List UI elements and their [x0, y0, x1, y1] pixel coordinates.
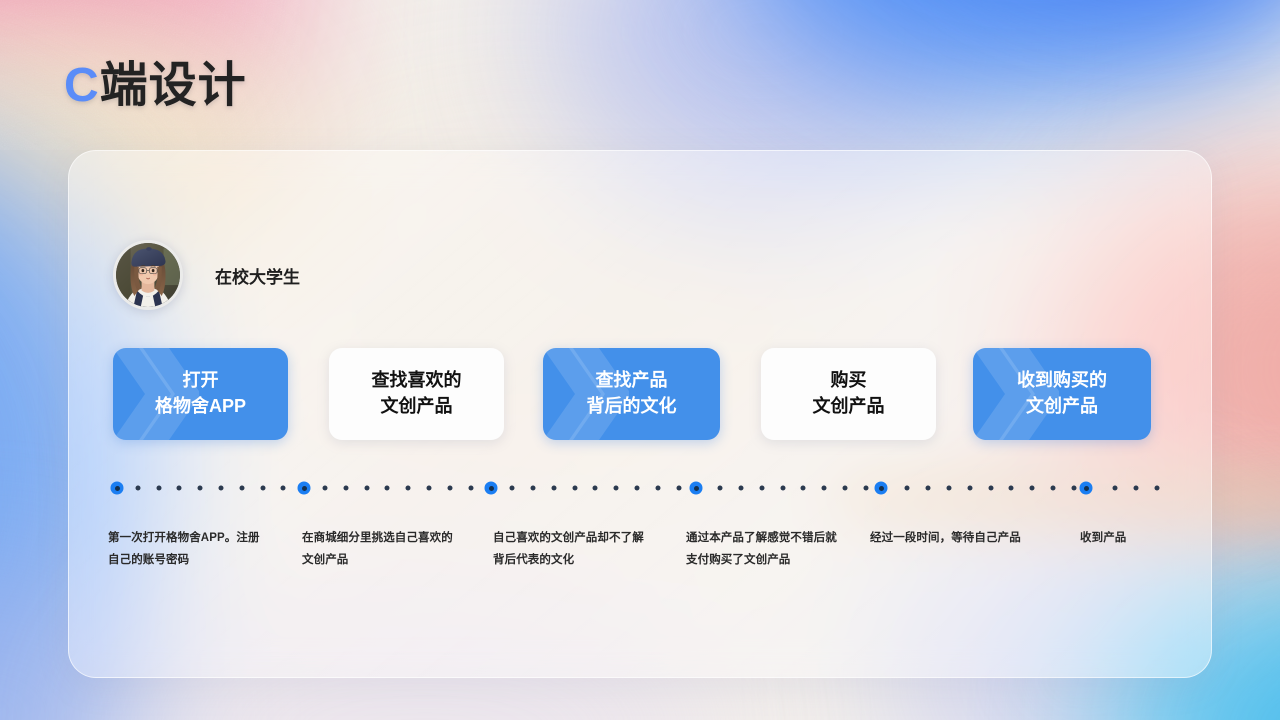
journey-step-card-3-line-1: 查找产品 — [595, 370, 668, 391]
journey-step-card-1-line-1: 打开 — [182, 370, 219, 391]
page-title-rest: 端设计 — [99, 59, 247, 112]
timeline-dot — [364, 485, 370, 491]
chevron-pattern-icon — [543, 348, 629, 440]
timeline-dot — [842, 485, 848, 491]
journey-caption-5-line-1: 经过一段时间，等待自己产品 — [870, 532, 1021, 544]
chevron-pattern-icon — [973, 348, 1059, 440]
journey-step-card-5[interactable]: 收到购买的文创产品 — [973, 348, 1151, 440]
timeline-dot — [572, 485, 578, 491]
timeline-dot — [946, 485, 952, 491]
journey-step-card-3[interactable]: 查找产品背后的文化 — [543, 348, 720, 440]
timeline-dot — [530, 485, 536, 491]
journey-caption-2: 在商城细分里挑选自己喜欢的文创产品 — [302, 527, 453, 572]
timeline-dot — [1029, 485, 1035, 491]
journey-caption-4: 通过本产品了解感觉不错后就支付购买了文创产品 — [686, 527, 837, 572]
timeline-dot — [592, 485, 598, 491]
timeline-dot — [197, 485, 203, 491]
timeline-dot — [863, 485, 869, 491]
timeline-dot — [780, 485, 786, 491]
journey-step-card-2[interactable]: 查找喜欢的文创产品 — [329, 348, 504, 440]
timeline-dot — [135, 485, 141, 491]
timeline-dot — [260, 485, 266, 491]
timeline-dot — [676, 485, 682, 491]
timeline-milestone-dot-1[interactable] — [110, 481, 124, 495]
timeline-dot — [426, 485, 432, 491]
journey-step-card-4[interactable]: 购买文创产品 — [761, 348, 936, 440]
timeline-dot — [634, 485, 640, 491]
timeline-dot — [468, 485, 474, 491]
timeline-dot — [156, 485, 162, 491]
journey-caption-4-line-2: 支付购买了文创产品 — [686, 554, 791, 567]
journey-caption-1: 第一次打开格物舍APP。注册自己的账号密码 — [108, 527, 260, 572]
timeline-dot — [218, 485, 224, 491]
timeline-dot — [821, 485, 827, 491]
timeline-dot — [655, 485, 661, 491]
timeline-dot — [405, 485, 411, 491]
timeline-dot — [1008, 485, 1014, 491]
persona-block: 在校大学生 — [113, 240, 300, 310]
timeline-dot — [322, 485, 328, 491]
timeline-dot — [925, 485, 931, 491]
journey-step-card-4-line-2: 文创产品 — [812, 396, 885, 416]
avatar — [113, 240, 183, 310]
page-title: C端设计 — [64, 59, 247, 113]
timeline-dot — [280, 485, 286, 491]
journey-step-card-2-line-2: 文创产品 — [380, 396, 453, 416]
timeline-dot — [1071, 485, 1077, 491]
timeline-dot — [551, 485, 557, 491]
journey-step-card-2-line-1: 查找喜欢的 — [371, 370, 462, 391]
journey-caption-6: 收到产品 — [1080, 527, 1126, 549]
timeline-dot — [1154, 485, 1160, 491]
timeline-dot — [447, 485, 453, 491]
journey-caption-4-line-1: 通过本产品了解感觉不错后就 — [686, 532, 837, 544]
timeline-milestone-dot-5[interactable] — [874, 481, 888, 495]
journey-caption-1-line-1: 第一次打开格物舍APP。注册 — [108, 532, 260, 544]
avatar-photo — [116, 243, 180, 307]
journey-caption-3: 自己喜欢的文创产品却不了解背后代表的文化 — [493, 527, 644, 572]
journey-caption-6-line-1: 收到产品 — [1080, 532, 1127, 544]
timeline-dot — [1133, 485, 1139, 491]
journey-step-card-1-line-2: 格物舍APP — [154, 396, 246, 416]
timeline-milestone-dot-3[interactable] — [484, 481, 498, 495]
timeline-dot — [717, 485, 723, 491]
timeline-dot — [800, 485, 806, 491]
timeline-dot — [343, 485, 349, 491]
journey-caption-3-line-1: 自己喜欢的文创产品却不了解 — [493, 532, 644, 544]
chevron-pattern-icon — [113, 348, 199, 440]
timeline-dot — [988, 485, 994, 491]
journey-caption-2-line-2: 文创产品 — [302, 554, 349, 567]
timeline-dot — [176, 485, 182, 491]
timeline-milestone-dot-2[interactable] — [297, 481, 311, 495]
timeline-dot — [509, 485, 515, 491]
journey-step-card-3-line-2: 背后的文化 — [586, 396, 677, 416]
timeline-dot — [904, 485, 910, 491]
timeline-milestone-dot-6[interactable] — [1079, 481, 1093, 495]
page-title-accent: C — [64, 59, 100, 112]
persona-label: 在校大学生 — [215, 267, 300, 287]
timeline-dot — [738, 485, 744, 491]
timeline-dot — [239, 485, 245, 491]
timeline-dot — [1050, 485, 1056, 491]
journey-step-card-5-line-1: 收到购买的 — [1017, 370, 1107, 391]
journey-caption-2-line-1: 在商城细分里挑选自己喜欢的 — [302, 532, 453, 544]
journey-caption-1-line-2: 自己的账号密码 — [108, 554, 190, 567]
journey-caption-5: 经过一段时间，等待自己产品 — [870, 527, 1021, 549]
journey-step-card-4-line-1: 购买 — [830, 370, 867, 391]
timeline-dot — [384, 485, 390, 491]
journey-caption-3-line-2: 背后代表的文化 — [493, 554, 575, 567]
timeline-dot — [967, 485, 973, 491]
timeline-dot — [613, 485, 619, 491]
timeline-dot — [759, 485, 765, 491]
journey-step-card-5-line-2: 文创产品 — [1026, 396, 1098, 416]
timeline-dot — [1112, 485, 1118, 491]
journey-timeline — [110, 481, 1174, 495]
journey-step-card-1[interactable]: 打开格物舍APP — [113, 348, 288, 440]
timeline-milestone-dot-4[interactable] — [689, 481, 703, 495]
